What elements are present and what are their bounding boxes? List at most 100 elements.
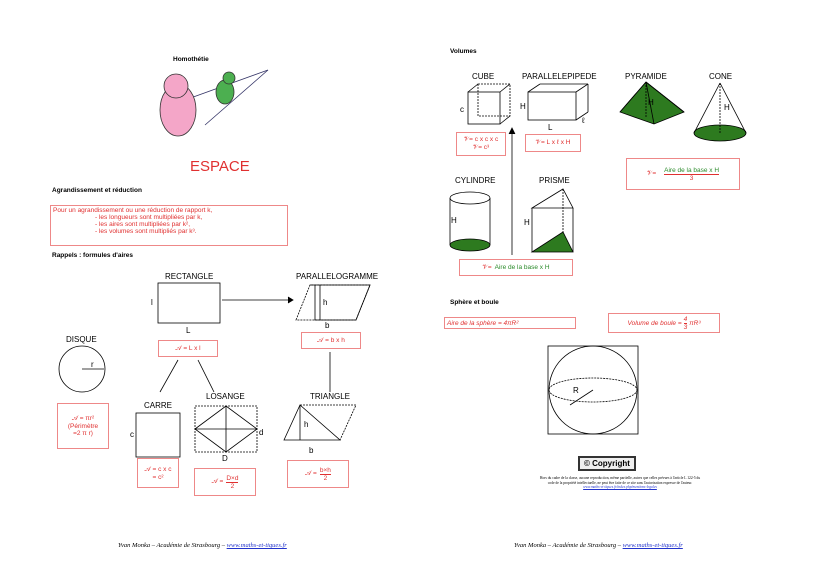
cube-formula-2: 𝒱= c³ bbox=[472, 144, 490, 151]
rule-line: Pour un agrandissement ou une réduction … bbox=[53, 207, 213, 214]
pyramid-shape bbox=[619, 81, 685, 125]
rule-line: - les aires sont multipliées par k², bbox=[95, 221, 191, 228]
aire-sphere-formula: Aire de la sphère = 4πR² bbox=[444, 317, 576, 329]
carre-formula: 𝒜 = c x c = c² bbox=[137, 458, 179, 488]
circle-shape bbox=[58, 345, 106, 393]
carre-label: CARRE bbox=[144, 401, 173, 410]
agrandissement-title: Agrandissement et réduction bbox=[52, 187, 142, 194]
losange-label: LOSANGE bbox=[206, 392, 245, 401]
carre-area: 𝒜 = c x c bbox=[144, 465, 172, 473]
footer-link[interactable]: www.maths-et-tiques.fr bbox=[226, 542, 287, 549]
triangle-h: h bbox=[304, 420, 309, 429]
triangle-den: 2 bbox=[323, 474, 328, 482]
rectangle-formula: 𝒜 = L x l bbox=[158, 340, 218, 357]
triangle-shape bbox=[283, 404, 342, 441]
pyr-num: Aire de la base x H bbox=[664, 166, 720, 175]
cube-label: CUBE bbox=[472, 72, 495, 81]
parallelogram-shape bbox=[295, 284, 371, 321]
carre-c: c bbox=[130, 430, 134, 439]
rule-line: - les volumes sont multipliés par k³. bbox=[95, 228, 197, 235]
prism-shape bbox=[530, 188, 574, 253]
rectangle-shape bbox=[157, 282, 221, 324]
sphere-R: R bbox=[573, 386, 579, 395]
legal-line-1: Hors du cadre de la classe, aucune repro… bbox=[539, 476, 701, 480]
pyr-prefix: 𝒱= bbox=[646, 170, 657, 177]
disque-area: 𝒜 = πr² bbox=[71, 415, 95, 422]
parallelogramme-formula: 𝒜 = b x h bbox=[301, 332, 361, 349]
cone-shape bbox=[693, 82, 747, 142]
triangle-b: b bbox=[309, 446, 314, 455]
footer-link[interactable]: www.maths-et-tiques.fr bbox=[622, 542, 683, 549]
parallelogramme-label: PARALLELOGRAMME bbox=[296, 272, 379, 281]
cylindre-H: H bbox=[451, 216, 457, 225]
vb-den: 3 bbox=[683, 323, 688, 331]
rule-line: - les longueurs sont multipliées par k, bbox=[95, 214, 203, 221]
pave-label: PARALLELEPIPEDE bbox=[522, 72, 597, 81]
left-footer: Yvan Monka – Académie de Strasbourg – ww… bbox=[118, 542, 287, 549]
cube-shape bbox=[467, 83, 511, 125]
footer-text: Yvan Monka – Académie de Strasbourg – bbox=[514, 542, 623, 549]
footer-text: Yvan Monka – Académie de Strasbourg – bbox=[118, 542, 227, 549]
pave-L: L bbox=[548, 123, 553, 132]
prism-cylinder-formula: 𝒱=Aire de la base x H bbox=[459, 259, 573, 276]
copyright-badge: © Copyright bbox=[578, 456, 636, 471]
losange-d: d bbox=[259, 428, 264, 437]
agrandissement-box: Pour un agrandissement ou une réduction … bbox=[50, 205, 288, 246]
square-shape bbox=[135, 412, 181, 458]
turtle-illustration bbox=[159, 69, 269, 137]
legal-link[interactable]: www.maths-et-tiques.fr/index.php/mention… bbox=[583, 485, 657, 490]
disque-label: DISQUE bbox=[66, 335, 97, 344]
vb-prefix: Volume de boule = bbox=[627, 319, 682, 327]
rectangle-side-L: L bbox=[186, 326, 191, 335]
disque-r: r bbox=[91, 360, 94, 369]
losange-den: 2 bbox=[230, 482, 235, 490]
cube-c: c bbox=[460, 105, 464, 114]
right-footer: Yvan Monka – Académie de Strasbourg – ww… bbox=[514, 542, 683, 549]
losange-D: D bbox=[222, 454, 228, 463]
carre-area-2: = c² bbox=[152, 473, 164, 481]
pave-formula: 𝒱= L x ℓ x H bbox=[525, 134, 581, 152]
homothetie-title: Homothétie bbox=[173, 56, 209, 63]
vb-suffix: πR³ bbox=[689, 319, 701, 327]
prisme-H: H bbox=[524, 218, 530, 227]
prism-prefix: 𝒱= bbox=[482, 263, 492, 271]
parallelogramme-b: b bbox=[325, 321, 330, 330]
parallelogramme-h: h bbox=[323, 298, 328, 307]
disque-perimetre: (Périmètre bbox=[67, 423, 99, 430]
pyr-den: 3 bbox=[689, 174, 694, 182]
cube-formula-1: 𝒱= c x c x c bbox=[463, 136, 499, 143]
prisme-label: PRISME bbox=[539, 176, 570, 185]
legal-notice: Hors du cadre de la classe, aucune repro… bbox=[480, 476, 760, 490]
triangle-num: b×h bbox=[319, 466, 331, 475]
pave-l: ℓ bbox=[582, 116, 585, 125]
main-title: ESPACE bbox=[190, 158, 250, 175]
pave-H: H bbox=[520, 102, 526, 111]
disque-perimetre-formula: =2 π r) bbox=[73, 430, 93, 437]
pyramide-H: H bbox=[648, 98, 654, 107]
cone-label: CONE bbox=[709, 72, 733, 81]
cone-H: H bbox=[724, 103, 730, 112]
disque-formula: 𝒜 = πr² (Périmètre =2 π r) bbox=[57, 403, 109, 449]
vb-num: 4 bbox=[683, 315, 688, 324]
pyramide-label: PYRAMIDE bbox=[625, 72, 667, 81]
cuboid-shape bbox=[527, 83, 589, 121]
prism-text: Aire de la base x H bbox=[494, 264, 550, 271]
cylinder-shape bbox=[449, 191, 491, 252]
volumes-title: Volumes bbox=[450, 48, 477, 55]
losange-area-prefix: 𝒜 = bbox=[211, 478, 224, 485]
triangle-area-prefix: 𝒜 = bbox=[305, 470, 317, 477]
legal-line-2: code de la propriété intellectuelle, ne … bbox=[547, 480, 693, 485]
triangle-label: TRIANGLE bbox=[310, 392, 351, 401]
cylindre-label: CYLINDRE bbox=[455, 176, 496, 185]
rectangle-label: RECTANGLE bbox=[165, 272, 214, 281]
rappels-title: Rappels : formules d'aires bbox=[52, 252, 134, 259]
losange-num: D×d bbox=[226, 474, 239, 483]
sphere-title: Sphère et boule bbox=[450, 299, 499, 306]
